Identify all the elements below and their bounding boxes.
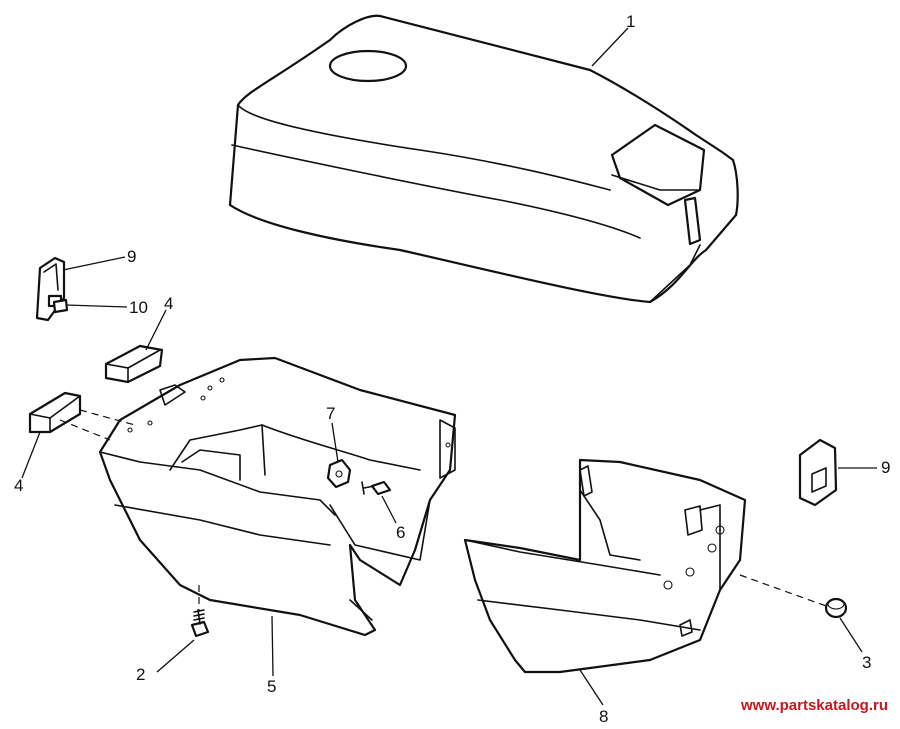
rubber-block-part-4-upper [104, 344, 164, 384]
alignment-lines [59, 409, 827, 612]
latch-part-9-right [798, 438, 838, 507]
callout-9-left: 9 [127, 247, 136, 266]
rubber-block-part-4-lower [28, 391, 82, 434]
leader-lines [21, 27, 877, 706]
callout-5: 5 [267, 677, 276, 696]
callout-10: 10 [129, 298, 148, 317]
callout-7: 7 [326, 404, 335, 423]
callout-3: 3 [862, 653, 871, 672]
callout-8: 8 [599, 707, 608, 726]
top-cowl-part-1 [228, 14, 739, 304]
callout-6: 6 [396, 523, 405, 542]
watermark-text: www.partskatalog.ru [740, 697, 888, 714]
lower-left-cowl-part-5 [98, 356, 457, 637]
callout-1: 1 [626, 12, 635, 31]
plug-part-3 [824, 597, 848, 619]
lower-right-cowl-part-8 [463, 458, 747, 674]
callout-4-lower: 4 [14, 476, 23, 495]
clip-nut-part-7 [326, 458, 352, 489]
callout-2: 2 [136, 665, 145, 684]
screw-part-6 [361, 480, 392, 496]
bolt-part-2 [190, 609, 210, 638]
callout-4-upper: 4 [164, 294, 173, 313]
screw-part-10 [52, 298, 69, 314]
callout-9-right: 9 [881, 458, 890, 477]
